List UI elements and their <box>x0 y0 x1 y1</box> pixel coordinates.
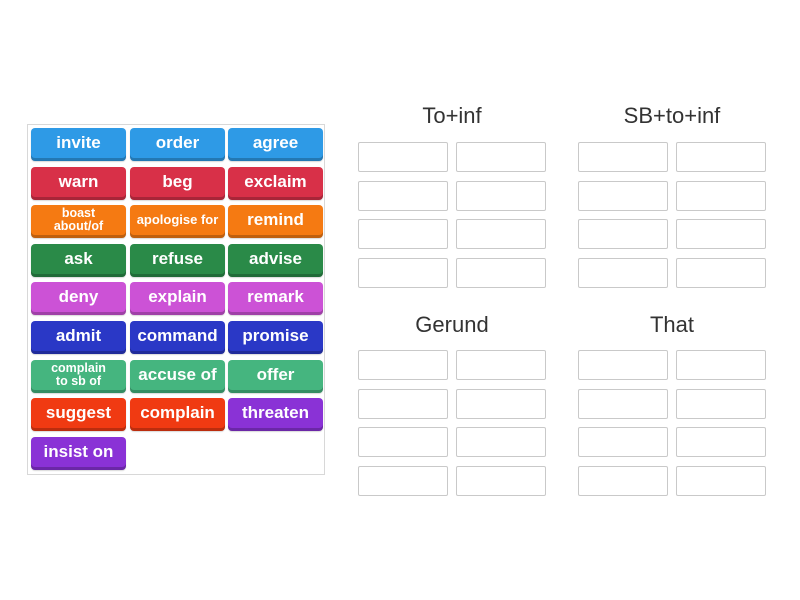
drop-slot-gerund[interactable] <box>358 350 448 380</box>
drop-slot-gerund[interactable] <box>456 388 546 419</box>
drop-slot-to-inf[interactable] <box>456 142 546 172</box>
group-title-to-inf: To+inf <box>422 103 482 128</box>
drop-slot-to-inf[interactable] <box>456 258 546 289</box>
drop-slot-to-inf[interactable] <box>456 180 546 211</box>
word-tile-accuse-of[interactable]: accuse of <box>130 360 225 393</box>
group-title-gerund: Gerund <box>415 312 489 337</box>
group-title-that: That <box>649 312 695 337</box>
drop-slot-sb-to-inf[interactable] <box>676 142 766 172</box>
word-tile-remind[interactable]: remind <box>228 205 323 238</box>
drop-slot-to-inf[interactable] <box>358 142 448 172</box>
word-tile-agree[interactable]: agree <box>228 128 323 161</box>
drop-slot-sb-to-inf[interactable] <box>578 258 668 289</box>
word-tile-order[interactable]: order <box>130 128 225 161</box>
drop-slot-gerund[interactable] <box>358 388 448 419</box>
word-tile-invite[interactable]: invite <box>31 128 126 161</box>
word-tile-advise[interactable]: advise <box>228 244 323 277</box>
word-tile-insist-on[interactable]: insist on <box>31 437 126 470</box>
drop-slot-sb-to-inf[interactable] <box>578 180 668 211</box>
word-tile-ask[interactable]: ask <box>31 244 126 277</box>
drop-slot-to-inf[interactable] <box>358 180 448 211</box>
drop-slot-that[interactable] <box>676 388 766 419</box>
word-tile-promise[interactable]: promise <box>228 321 323 354</box>
drop-slot-sb-to-inf[interactable] <box>578 142 668 172</box>
drop-slot-gerund[interactable] <box>456 427 546 458</box>
word-tile-offer[interactable]: offer <box>228 360 323 393</box>
drop-slot-that[interactable] <box>578 388 668 419</box>
drop-slot-sb-to-inf[interactable] <box>676 219 766 250</box>
word-tile-explain[interactable]: explain <box>130 282 225 315</box>
word-tile-refuse[interactable]: refuse <box>130 244 225 277</box>
drop-slot-gerund[interactable] <box>456 466 546 497</box>
drop-slot-that[interactable] <box>676 466 766 497</box>
word-tile-suggest[interactable]: suggest <box>31 398 126 431</box>
drop-slot-to-inf[interactable] <box>358 219 448 250</box>
word-tile-apologise-for[interactable]: apologise for <box>130 205 225 238</box>
drop-slot-sb-to-inf[interactable] <box>676 180 766 211</box>
drop-slot-that[interactable] <box>578 350 668 380</box>
word-tile-deny[interactable]: deny <box>31 282 126 315</box>
drop-slot-sb-to-inf[interactable] <box>578 219 668 250</box>
drop-slot-gerund[interactable] <box>358 466 448 497</box>
word-tile-admit[interactable]: admit <box>31 321 126 354</box>
drop-slot-that[interactable] <box>578 466 668 497</box>
word-tile-complain[interactable]: complain <box>130 398 225 431</box>
drop-slot-gerund[interactable] <box>358 427 448 458</box>
drop-slot-to-inf[interactable] <box>358 258 448 289</box>
drop-slot-sb-to-inf[interactable] <box>676 258 766 289</box>
drop-slot-to-inf[interactable] <box>456 219 546 250</box>
drop-slot-that[interactable] <box>578 427 668 458</box>
word-tile-warn[interactable]: warn <box>31 167 126 200</box>
word-tile-exclaim[interactable]: exclaim <box>228 167 323 200</box>
word-tile-command[interactable]: command <box>130 321 225 354</box>
group-title-sb-to-inf: SB+to+inf <box>623 103 721 128</box>
word-tile-threaten[interactable]: threaten <box>228 398 323 431</box>
drop-slot-that[interactable] <box>676 427 766 458</box>
word-tile-beg[interactable]: beg <box>130 167 225 200</box>
drop-slot-that[interactable] <box>676 350 766 380</box>
drop-slot-gerund[interactable] <box>456 350 546 380</box>
word-tile-remark[interactable]: remark <box>228 282 323 315</box>
